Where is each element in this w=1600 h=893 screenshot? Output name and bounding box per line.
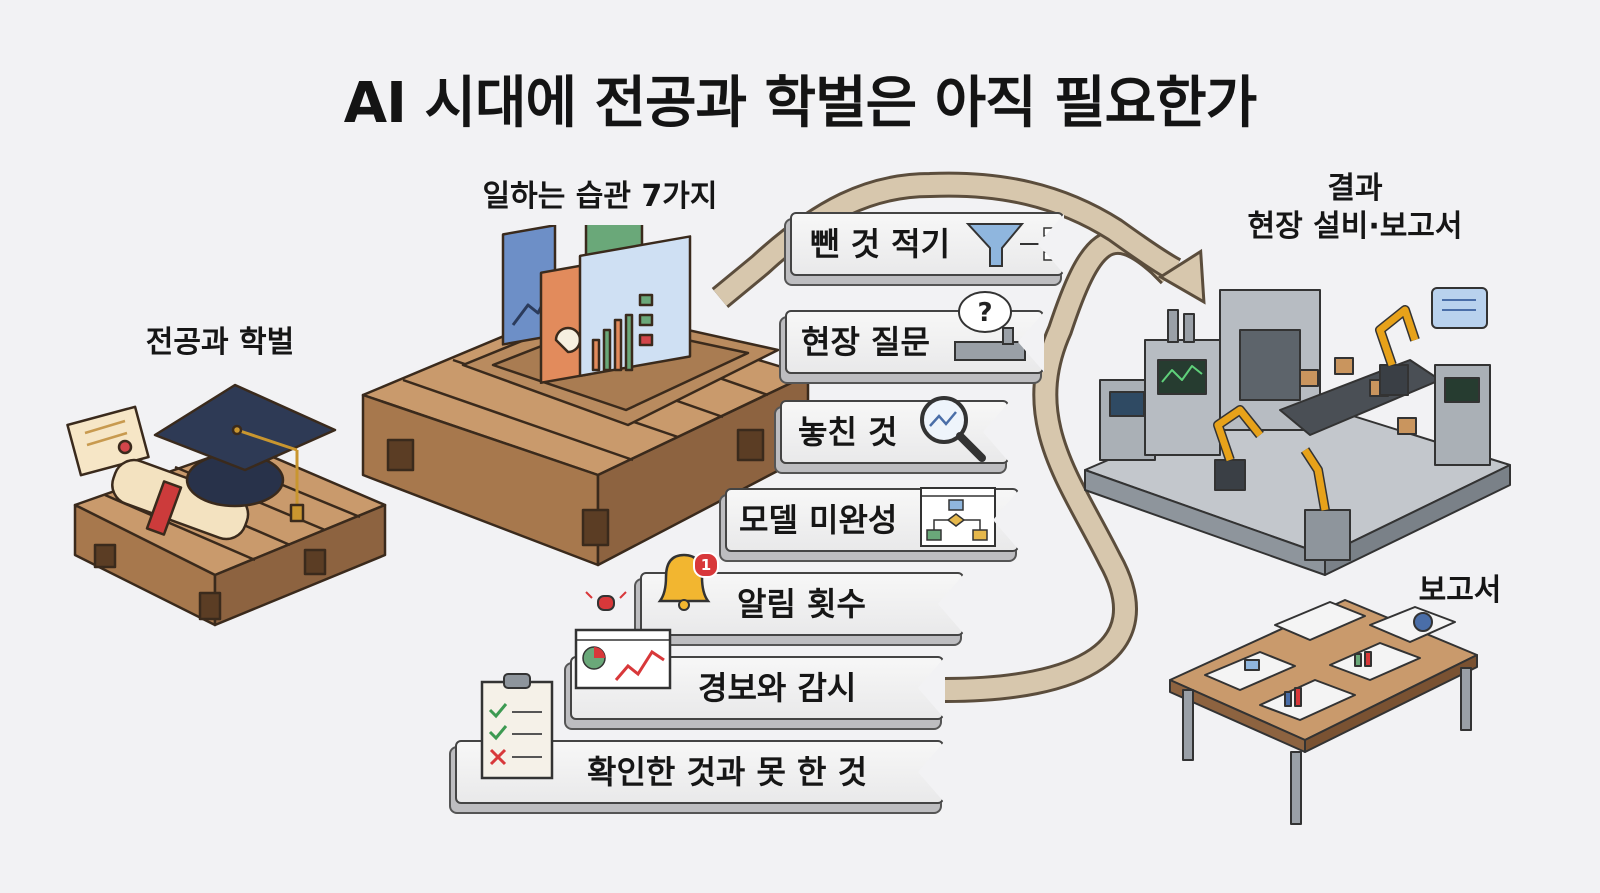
habit-text: 모델 미완성 — [739, 501, 898, 539]
report-table-illustration — [1169, 599, 1478, 825]
habits-pallet-illustration — [361, 225, 810, 567]
checklist-icon — [480, 673, 554, 780]
major-label: 전공과 학벌 — [145, 325, 295, 360]
habit-text: 놓친 것 — [798, 413, 898, 451]
major-pallet-illustration — [66, 383, 387, 627]
habit-text: 현장 질문 — [801, 323, 930, 361]
factory-illustration — [1084, 287, 1511, 576]
result-label-line2: 현장 설비·보고서 — [1247, 209, 1463, 244]
habit-tag-5: 알림 횟수 — [640, 572, 964, 636]
page-title: AI 시대에 전공과 학벌은 아직 필요한가 — [343, 71, 1257, 136]
habit-tag-1: 뺀 것 적기 — [790, 212, 1064, 276]
alarm-dashboard-icon — [574, 591, 672, 690]
habit-text: 확인한 것과 못 한 것 — [587, 753, 868, 791]
habit-text: 알림 횟수 — [737, 585, 866, 623]
result-label: 결과 현장 설비·보고서 — [1215, 170, 1495, 246]
report-label: 보고서 — [1418, 573, 1502, 608]
habit-tag-3: 놓친 것 — [780, 396, 1009, 464]
habit-tag-2: 현장 질문 ? — [785, 291, 1044, 374]
svg-text:?: ? — [977, 298, 992, 328]
notification-badge: 1 — [693, 552, 719, 578]
habits-label: 일하는 습관 7가지 — [482, 179, 718, 214]
question-bubble-icon: ? — [954, 291, 1026, 361]
habit-text: 뺀 것 적기 — [810, 225, 951, 263]
result-label-line1: 결과 — [1327, 171, 1383, 206]
habit-text: 경보와 감시 — [698, 669, 857, 707]
flowchart-icon — [920, 487, 996, 547]
habit-tag-4: 모델 미완성 — [725, 487, 1019, 552]
magnifier-icon — [920, 396, 986, 462]
